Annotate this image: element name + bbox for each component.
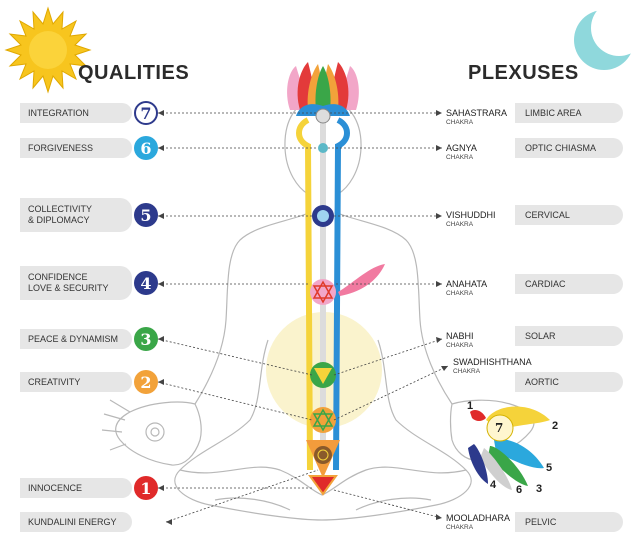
quality-confidence-love-security: CONFIDENCE LOVE & SECURITY bbox=[20, 266, 132, 300]
badge-4: 4 bbox=[134, 271, 158, 295]
moon-icon bbox=[574, 0, 633, 70]
finger-number-2: 2 bbox=[552, 420, 558, 432]
quality-kundalini-energy: KUNDALINI ENERGY bbox=[20, 512, 132, 532]
vishuddhi-chakra-icon bbox=[312, 205, 334, 227]
badge-1: 1 bbox=[134, 476, 158, 500]
quality-peace-dynamism: PEACE & DYNAMISM bbox=[20, 329, 132, 349]
swadhishthana-chakra-icon bbox=[310, 407, 336, 433]
finger-number-1: 1 bbox=[467, 400, 473, 412]
badge-6: 6 bbox=[134, 136, 158, 160]
agnya-chakra-icon bbox=[318, 143, 328, 153]
badge-2: 2 bbox=[134, 370, 158, 394]
finger-number-5: 5 bbox=[546, 462, 552, 474]
finger-number-3: 3 bbox=[536, 483, 542, 495]
plexus-pelvic: PELVIC bbox=[515, 512, 623, 532]
qualities-heading: QUALITIES bbox=[78, 62, 189, 85]
quality-creativity: CREATIVITY bbox=[20, 372, 132, 392]
plexus-aortic: AORTIC bbox=[515, 372, 623, 392]
quality-forgiveness: FORGIVENESS bbox=[20, 138, 132, 158]
right-hand-fingers bbox=[468, 406, 550, 490]
badge-3: 3 bbox=[134, 327, 158, 351]
plexus-cervical: CERVICAL bbox=[515, 205, 623, 225]
plexus-cardiac: CARDIAC bbox=[515, 274, 623, 294]
quality-integration: INTEGRATION bbox=[20, 103, 132, 123]
plexus-solar: SOLAR bbox=[515, 326, 623, 346]
finger-number-4: 4 bbox=[490, 479, 496, 491]
badge-7: 7 bbox=[134, 101, 158, 125]
badge-5: 5 bbox=[134, 203, 158, 227]
palm-number-7: 7 bbox=[495, 421, 503, 435]
lotus-crown-icon bbox=[287, 62, 359, 123]
finger-number-6: 6 bbox=[516, 484, 522, 496]
nabhi-chakra-icon bbox=[310, 362, 336, 388]
plexus-optic-chiasma: OPTIC CHIASMA bbox=[515, 138, 623, 158]
quality-collectivity-diplomacy: COLLECTIVITY & DIPLOMACY bbox=[20, 198, 132, 232]
plexus-limbic-area: LIMBIC AREA bbox=[515, 103, 623, 123]
plexuses-heading: PLEXUSES bbox=[468, 62, 579, 85]
quality-innocence: INNOCENCE bbox=[20, 478, 132, 498]
